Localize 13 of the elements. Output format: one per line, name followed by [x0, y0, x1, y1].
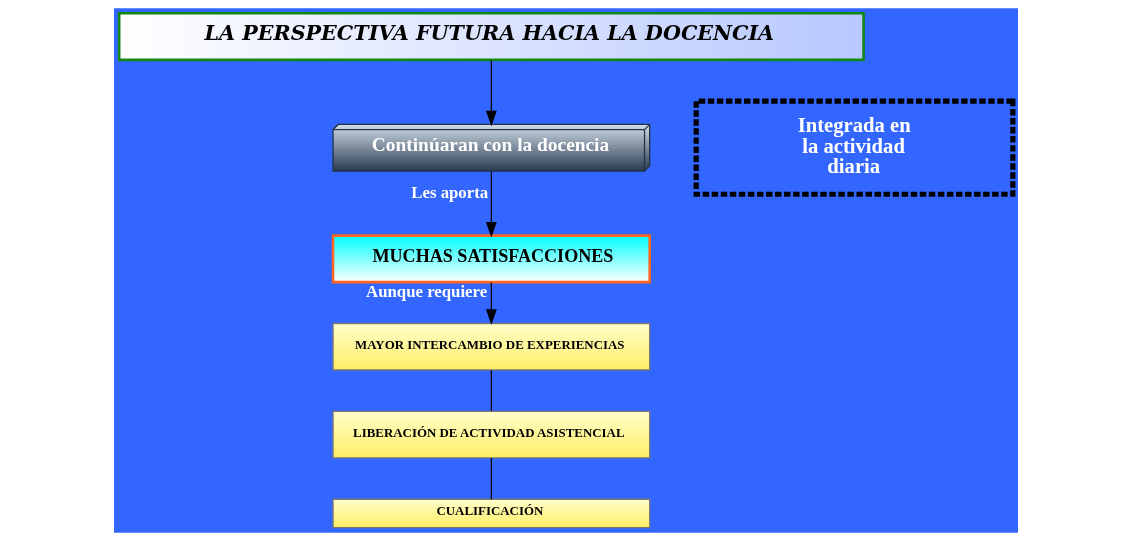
- node-box: CUALIFICACIÓN: [332, 498, 651, 529]
- connector: [490, 457, 492, 500]
- node-box: Integrada en la actividad diaria: [693, 98, 1016, 197]
- arrow: [485, 281, 497, 325]
- edge-label: Les aporta: [411, 182, 489, 202]
- edge-label: Aunque requiere: [366, 281, 488, 301]
- node-box: MAYOR INTERCAMBIO DE EXPERIENCIAS: [332, 322, 651, 371]
- connector: [490, 369, 492, 412]
- arrow: [485, 170, 497, 238]
- node-box: MUCHAS SATISFACCIONES: [331, 234, 651, 284]
- node-box: LA PERSPECTIVA FUTURA HACIA LA DOCENCIA: [117, 12, 865, 62]
- arrow: [485, 59, 497, 127]
- node-box: LIBERACIÓN DE ACTIVIDAD ASISTENCIAL: [332, 410, 651, 459]
